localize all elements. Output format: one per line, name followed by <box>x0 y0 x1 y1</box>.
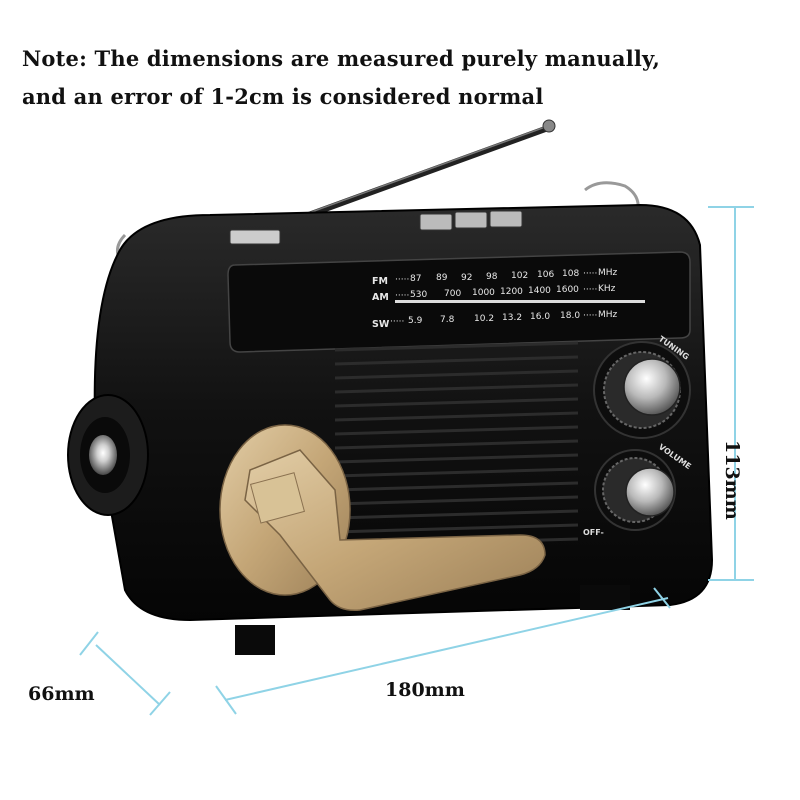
svg-text:·····: ····· <box>395 275 409 285</box>
sw-tick: 7.8 <box>440 315 455 325</box>
width-label: 180mm <box>385 679 465 701</box>
sw-tick: 13.2 <box>502 313 522 323</box>
flashlight-lens <box>89 435 117 475</box>
strap-ring <box>584 181 640 211</box>
width-dimension-line <box>224 597 669 701</box>
off-label: OFF- <box>583 528 604 537</box>
tuning-knob[interactable] <box>593 341 691 439</box>
fm-tick: 89 <box>436 273 448 283</box>
sw-tick: 16.0 <box>530 312 550 322</box>
speaker-grille <box>334 341 579 548</box>
dimension-lines <box>79 206 754 716</box>
sw-label: SW <box>372 319 390 330</box>
dial-scale: FM AM SW ····· 87 89 92 98 102 106 108 ·… <box>372 268 618 330</box>
fm-tick: 92 <box>461 273 472 283</box>
am-tick: 1000 <box>472 288 495 298</box>
flashlight <box>67 394 149 516</box>
sw-tick: 18.0 <box>560 311 580 321</box>
svg-text:·····: ····· <box>583 269 597 279</box>
fm-unit: MHz <box>598 268 618 278</box>
sw-unit: MHz <box>598 310 618 320</box>
fm-tick: 102 <box>511 271 528 281</box>
am-unit: KHz <box>598 284 616 294</box>
note-line-1: Note: The dimensions are measured purely… <box>22 46 660 71</box>
fm-label: FM <box>372 276 388 287</box>
fm-tick: 98 <box>486 272 498 282</box>
depth-label: 66mm <box>28 683 95 705</box>
note-line-2: and an error of 1-2cm is considered norm… <box>22 84 544 109</box>
am-tick: 1600 <box>556 285 579 295</box>
am-label: AM <box>372 292 389 303</box>
svg-text:·····: ····· <box>395 291 409 301</box>
am-tick: 530 <box>410 290 427 300</box>
am-tick: 1400 <box>528 286 551 296</box>
fm-tick: 108 <box>562 269 579 279</box>
height-label: 113mm <box>721 440 743 520</box>
fm-tick: 106 <box>537 270 554 280</box>
am-tick: 1200 <box>500 287 523 297</box>
svg-text:·····: ····· <box>583 311 597 321</box>
svg-text:·····: ····· <box>390 317 404 327</box>
svg-text:·····: ····· <box>583 285 597 295</box>
am-tick: 700 <box>444 289 461 299</box>
sw-tick: 10.2 <box>474 314 494 324</box>
depth-dimension-line <box>95 644 161 706</box>
hand-crank <box>219 424 546 612</box>
volume-knob[interactable] <box>594 449 676 531</box>
fm-tick: 87 <box>410 274 421 284</box>
tuning-dial-window <box>227 251 691 353</box>
sw-tick: 5.9 <box>408 316 423 326</box>
